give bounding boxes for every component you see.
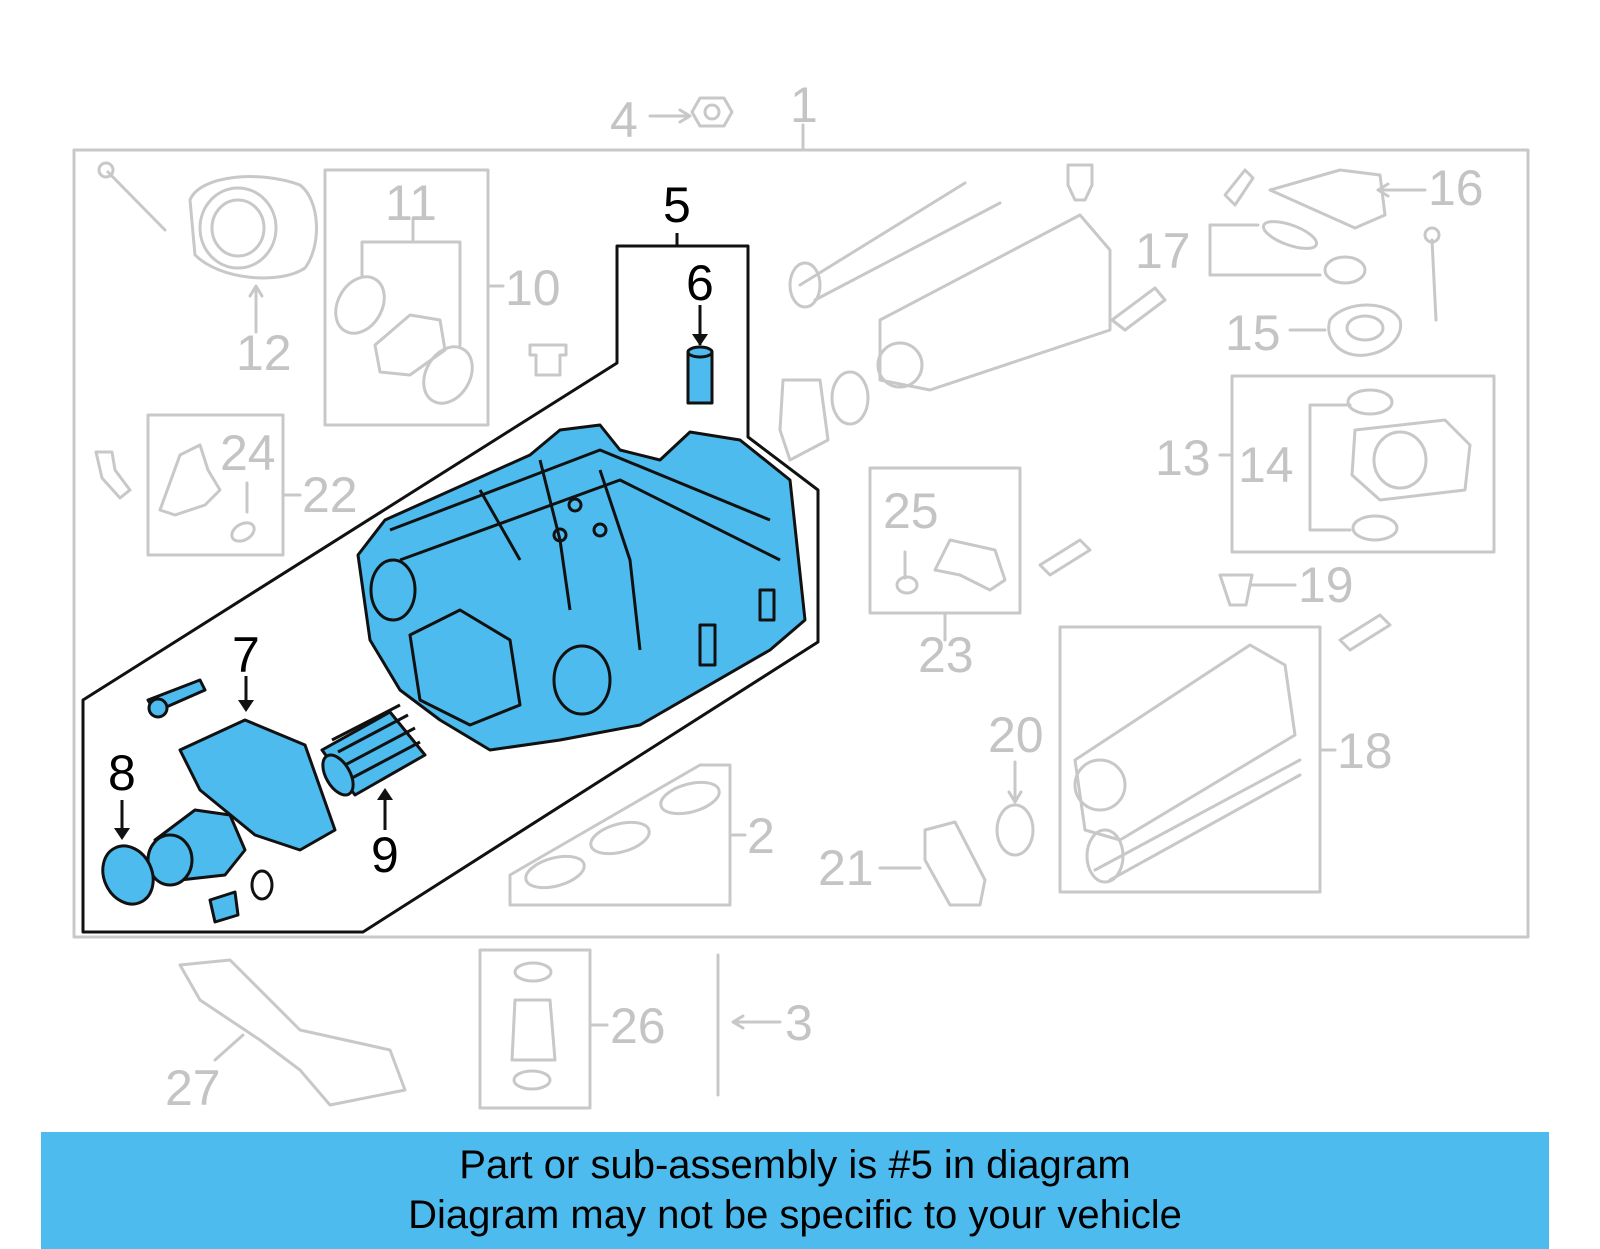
callout-20: 20 xyxy=(988,707,1044,763)
part-9-bellows[interactable] xyxy=(317,703,427,830)
callout-25: 25 xyxy=(883,483,939,539)
callout-14: 14 xyxy=(1238,437,1294,493)
callout-4: 4 xyxy=(610,92,638,148)
callout-17: 17 xyxy=(1135,223,1191,279)
part-18-cooler xyxy=(1058,625,1337,894)
callout-13: 13 xyxy=(1155,430,1211,486)
callout-24: 24 xyxy=(220,425,276,481)
callout-11: 11 xyxy=(385,175,437,231)
callout-labels: 1 4 5 6 7 8 9 10 11 12 13 14 15 16 17 18… xyxy=(108,77,1484,1116)
callout-15: 15 xyxy=(1225,305,1281,361)
part-7-throttle-body[interactable] xyxy=(146,676,337,924)
callout-10: 10 xyxy=(505,260,561,316)
callout-9: 9 xyxy=(371,827,399,883)
part-23-25-group xyxy=(868,466,1092,642)
callout-27: 27 xyxy=(165,1060,221,1116)
callout-22: 22 xyxy=(302,467,358,523)
callout-21: 21 xyxy=(818,840,874,896)
part-12-housing xyxy=(97,161,318,334)
assembly-frame xyxy=(72,148,1530,939)
part-cooler-top xyxy=(778,163,1167,462)
part-8-cap[interactable] xyxy=(94,800,163,912)
part-3-stud xyxy=(716,953,782,1097)
callout-19: 19 xyxy=(1298,557,1354,613)
part-26-group xyxy=(478,948,609,1110)
part-6-pin[interactable] xyxy=(686,305,714,405)
callout-23: 23 xyxy=(918,627,974,683)
part-10-11-group xyxy=(323,168,505,427)
banner-line-2: Diagram may not be specific to your vehi… xyxy=(408,1193,1182,1237)
callout-5: 5 xyxy=(663,177,691,233)
callout-3: 3 xyxy=(785,995,813,1051)
part-2-gasket xyxy=(508,763,747,907)
callout-1: 1 xyxy=(790,77,818,133)
callout-6: 6 xyxy=(686,255,714,311)
callout-2: 2 xyxy=(747,808,775,864)
callout-8: 8 xyxy=(108,745,136,801)
callout-16: 16 xyxy=(1428,160,1484,216)
info-banner: Part or sub-assembly is #5 in diagram Di… xyxy=(41,1132,1549,1249)
callout-18: 18 xyxy=(1337,723,1393,779)
callout-26: 26 xyxy=(610,998,666,1054)
callout-12: 12 xyxy=(236,325,292,381)
part-22-24-group xyxy=(94,413,302,557)
part-13-14-group xyxy=(1218,374,1496,554)
banner-line-1: Part or sub-assembly is #5 in diagram xyxy=(459,1143,1131,1187)
part-4-nut xyxy=(648,96,734,128)
callout-7: 7 xyxy=(232,627,260,683)
part-27-pipe xyxy=(178,958,407,1107)
part-15-16-17-group xyxy=(1208,168,1441,357)
part-5-manifold[interactable] xyxy=(356,423,807,752)
assembly-5-outline xyxy=(81,244,820,934)
